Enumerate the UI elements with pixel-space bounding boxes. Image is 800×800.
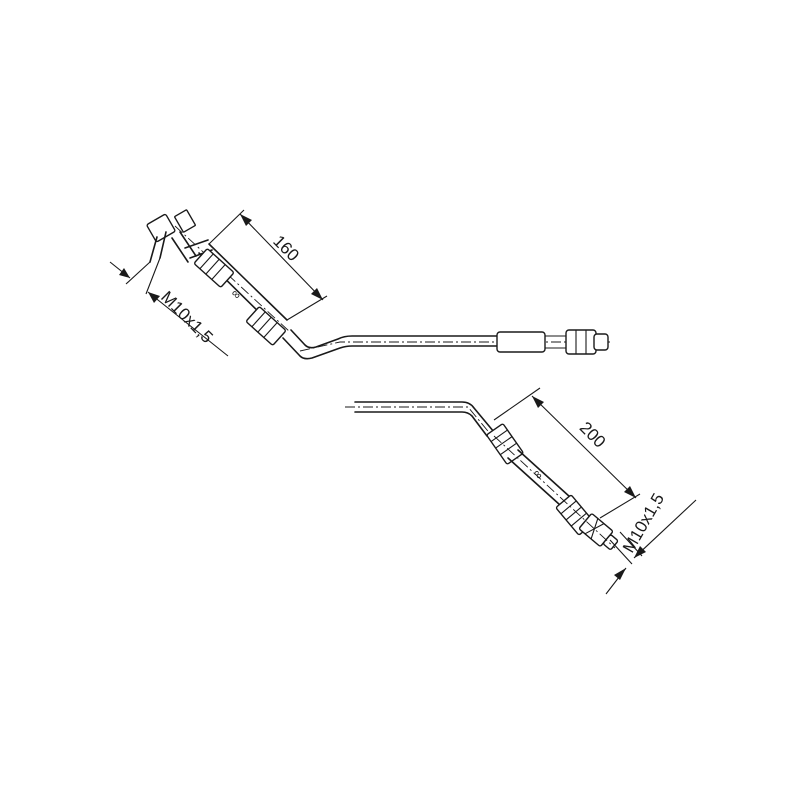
- rigid-tube-1: [282, 329, 501, 360]
- thread-label-1: M10x1,5: [157, 287, 217, 347]
- dimension-length-1: 160: [208, 209, 328, 321]
- dimension-thread-2: M10x1,5: [605, 490, 697, 595]
- crimp-fitting-1b: [246, 306, 286, 346]
- tube-nut-1: [496, 329, 609, 355]
- rigid-tube-2: [354, 401, 495, 437]
- hose-assembly-2: ∞ 200: [345, 387, 697, 595]
- length-label-1: 160: [269, 231, 302, 264]
- thread-label-2: M10x1,5: [619, 490, 668, 556]
- length-label-2: 200: [576, 418, 609, 451]
- crimp-fitting-1a: [194, 248, 234, 288]
- hose-body-2: [507, 449, 571, 506]
- hose-assembly-1: ∞ 160: [109, 209, 610, 360]
- svg-text:∞: ∞: [228, 286, 244, 302]
